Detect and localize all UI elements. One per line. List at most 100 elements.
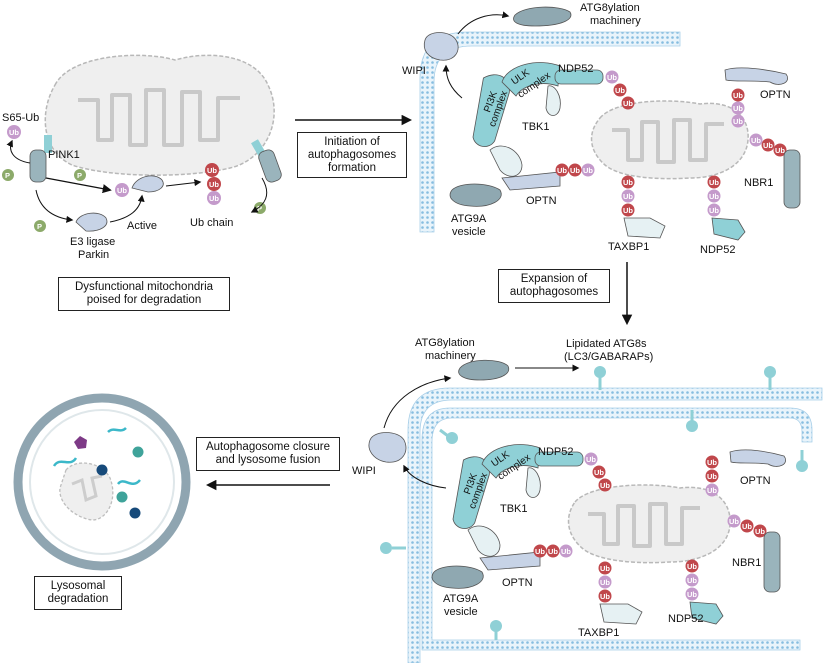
degraded-particle-teal-2 — [116, 491, 128, 503]
initiation-box: Initiation of autophagosomes formation — [297, 132, 407, 178]
mitochondrion-b — [590, 100, 749, 180]
nbr1-protein-b — [783, 149, 801, 209]
atg9a-vesicle-c — [431, 565, 484, 589]
atg8-machinery-c — [458, 359, 510, 381]
expansion-line2: autophagosomes — [509, 286, 599, 298]
atg9a-label-b1: ATG9A — [451, 213, 487, 225]
arrow-parkin-to-active — [109, 194, 145, 223]
degraded-particle-navy-1 — [96, 464, 108, 476]
panel-a: S65-Ub Ub PINK1 P P P P Ub E3 ligase Par… — [2, 54, 282, 261]
svg-text:Ub: Ub — [623, 192, 633, 201]
wipi-protein-c — [368, 432, 407, 463]
mitochondria-caption-box: Dysfunctional mitochondria poised for de… — [58, 277, 230, 311]
ub-chain-optn-left-b: Ub Ub Ub — [555, 163, 595, 177]
ub-chain-ndp52-bottom-c: Ub Ub Ub — [685, 559, 699, 601]
ub-chain-ndp52-c: Ub Ub Ub — [584, 452, 612, 492]
degraded-strand-1 — [107, 427, 127, 433]
optn-top-b — [724, 67, 788, 85]
svg-text:Ub: Ub — [709, 178, 719, 187]
optn-left-b — [501, 171, 561, 191]
arrow-ub-chain — [250, 177, 268, 213]
pink1-protein — [29, 149, 47, 183]
p-badge-4-text: P — [257, 204, 262, 213]
arrow-wipi-to-atg8-c — [383, 375, 452, 429]
initiation-line2: autophagosomes — [307, 149, 397, 161]
tbk1-lower-b — [489, 145, 523, 177]
svg-text:Ub: Ub — [623, 178, 633, 187]
ndp52-bottom-protein-b — [711, 217, 746, 241]
svg-text:Ub: Ub — [557, 166, 567, 175]
ub-badge-parkin — [115, 183, 129, 197]
lysosomal-degradation-box: Lysosomal degradation — [34, 576, 122, 610]
ub-chain-optn-c: Ub Ub Ub — [705, 455, 719, 497]
atg9a-label-c1: ATG9A — [443, 593, 479, 605]
mito-cristae-a — [78, 88, 240, 147]
svg-text:Ub: Ub — [600, 564, 610, 573]
svg-text:Ub: Ub — [583, 166, 593, 175]
svg-text:Ub: Ub — [594, 468, 604, 477]
tbk1-protein-c — [525, 467, 541, 498]
svg-text:Ub: Ub — [535, 547, 545, 556]
closure-box: Autophagosome closure and lysosome fusio… — [196, 437, 340, 471]
autophagosome-inner-membrane-c — [421, 407, 813, 651]
parkin-active — [131, 175, 164, 193]
tbk1-label-c: TBK1 — [500, 503, 528, 515]
atg8-label-c1: ATG8ylation — [415, 337, 475, 349]
atg8-label-c2: machinery — [425, 350, 476, 362]
taxbp1-label-b: TAXBP1 — [608, 241, 649, 253]
svg-text:Ub: Ub — [207, 166, 217, 175]
svg-text:Ub: Ub — [600, 481, 610, 490]
pink1-anchor — [44, 135, 52, 153]
expansion-box: Expansion of autophagosomes — [498, 269, 610, 303]
ndp52-bottom-label-c: NDP52 — [668, 613, 703, 625]
svg-text:Ub: Ub — [561, 547, 571, 556]
svg-text:Ub: Ub — [615, 86, 625, 95]
mito-cristae-b — [612, 118, 724, 164]
atg9a-vesicle-b — [449, 183, 502, 207]
p-badge-2 — [74, 169, 86, 181]
ndp52-top-label-c: NDP52 — [538, 446, 573, 458]
lipidated-label-c2: (LC3/GABARAPs) — [564, 351, 653, 363]
atg8-label-b1: ATG8ylation — [580, 2, 640, 14]
optn-left-label-b: OPTN — [526, 195, 557, 207]
svg-text:Ub: Ub — [742, 522, 752, 531]
expansion-line1: Expansion of — [520, 273, 588, 285]
ndp52-bottom-label-b: NDP52 — [700, 244, 735, 256]
tbk1-protein-b — [545, 85, 561, 116]
svg-text:Ub: Ub — [586, 455, 596, 464]
ub-chain-a: Ub Ub Ub — [205, 163, 221, 205]
arrow-active-to-chain — [165, 179, 202, 187]
optn-top-label-b: OPTN — [760, 89, 791, 101]
svg-text:Ub: Ub — [709, 192, 719, 201]
p-badge-3-text: P — [37, 222, 42, 231]
taxbp1-protein-b — [623, 217, 666, 239]
active-label: Active — [127, 220, 157, 232]
arrow-wipi-to-atg8-b — [457, 11, 510, 35]
nbr1-protein-c — [763, 531, 781, 593]
ub-chain-taxbp1-b: Ub Ub Ub — [621, 175, 635, 217]
atg8-machinery-b — [513, 6, 572, 27]
panel-b: WIPI ATG8ylation machinery PI3K complex … — [402, 2, 801, 256]
optn-top-label-c: OPTN — [740, 475, 771, 487]
svg-text:Ub: Ub — [600, 578, 610, 587]
arrow-pi3k-to-wipi-c — [403, 464, 447, 489]
svg-text:Ub: Ub — [623, 206, 633, 215]
autophagosome-membrane-c — [407, 387, 823, 663]
nbr1-label-b: NBR1 — [744, 177, 773, 189]
svg-text:Ub: Ub — [729, 517, 739, 526]
arrow-pink1-to-s65 — [6, 139, 31, 164]
degraded-particle-purple — [74, 436, 87, 449]
p-badge-1 — [2, 169, 14, 181]
svg-text:Ub: Ub — [687, 576, 697, 585]
svg-text:Ub: Ub — [733, 117, 743, 126]
initiation-line3: formation — [328, 162, 376, 174]
optn-top-c — [729, 449, 786, 467]
svg-text:Ub: Ub — [548, 547, 558, 556]
tbk1-label-b: TBK1 — [522, 121, 550, 133]
pink1-label: PINK1 — [48, 149, 80, 161]
pink1-protein-right — [258, 149, 282, 183]
atg9a-label-c2: vesicle — [444, 606, 478, 618]
pi3k-complex-b — [472, 74, 510, 147]
s65-ub-label: S65-Ub — [2, 112, 39, 124]
svg-text:Ub: Ub — [623, 99, 633, 108]
